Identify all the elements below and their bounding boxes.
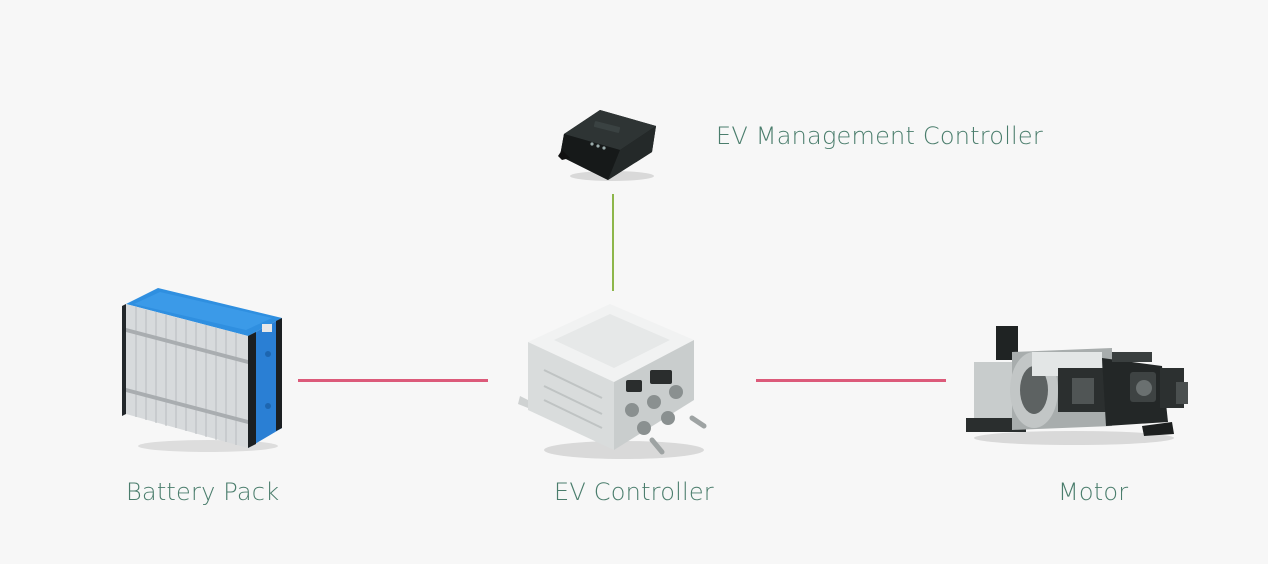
ev-controller-label: EV Controller [554, 478, 714, 506]
signal-link-management-to-controller [612, 194, 614, 291]
motor-label: Motor [1058, 478, 1129, 506]
power-link-controller-to-motor [756, 379, 946, 382]
motor-controller-icon [514, 300, 714, 464]
management-controller-label: EV Management Controller [716, 122, 1043, 150]
electric-motor-icon [962, 322, 1192, 448]
battery-pack-label: Battery Pack [126, 478, 280, 506]
battery-pack-icon [116, 284, 288, 454]
power-link-battery-to-controller [298, 379, 488, 382]
ecu-module-icon [556, 100, 662, 184]
